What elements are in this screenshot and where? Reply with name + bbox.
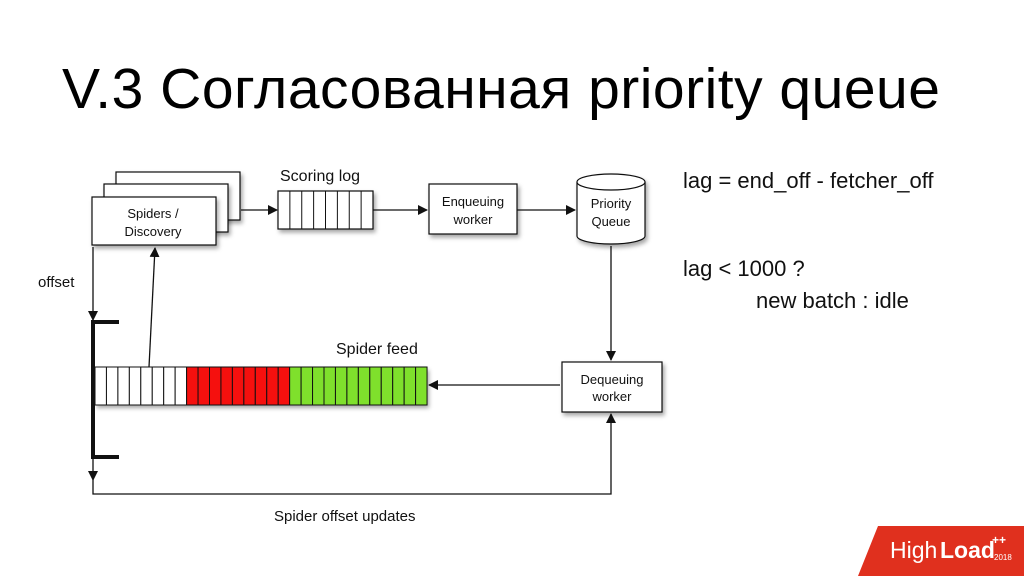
- feed-cell-green: [334, 366, 348, 406]
- feed-cell-green: [357, 366, 371, 406]
- spiders-label-line2: Discovery: [124, 224, 182, 239]
- feed-cell-red: [254, 366, 268, 406]
- offset-updates-label: Spider offset updates: [274, 508, 416, 525]
- spiders-discovery-box: Spiders / Discovery: [91, 171, 241, 246]
- svg-text:High: High: [890, 537, 937, 563]
- feed-cell-pending: [105, 366, 119, 406]
- feed-cell-pending: [174, 366, 188, 406]
- feed-cell-green: [289, 366, 302, 406]
- feed-cell-red: [266, 366, 279, 406]
- feed-cell-green: [312, 366, 325, 406]
- feed-cell-red: [231, 366, 245, 406]
- dequeuing-worker-box: Dequeuing worker: [561, 361, 663, 413]
- feed-cell-red: [197, 366, 211, 406]
- feed-cell-red: [209, 366, 222, 406]
- feed-cell-green: [403, 366, 417, 406]
- feed-cell-red: [277, 366, 291, 406]
- offset-label: offset: [38, 274, 75, 291]
- arrow-feed-to-spiders: [148, 247, 160, 368]
- offset-updates-line: [92, 413, 616, 495]
- feed-cell-pending: [163, 366, 176, 406]
- spider-feed-cells: [94, 366, 428, 406]
- feed-cell-red: [186, 366, 199, 406]
- highload-logo: High Load ++ 2018: [858, 526, 1024, 576]
- feed-cell-green: [346, 366, 359, 406]
- feed-cell-green: [323, 366, 336, 406]
- feed-cell-green: [415, 366, 428, 406]
- feed-cell-pending: [151, 366, 165, 406]
- feed-cell-green: [369, 366, 382, 406]
- feed-cell-green: [392, 366, 405, 406]
- dequeuing-label-line2: worker: [591, 389, 632, 404]
- svg-text:Load: Load: [940, 537, 995, 563]
- scoring-log-label: Scoring log: [280, 168, 360, 185]
- feed-cell-red: [243, 366, 256, 406]
- slide-title: V.3 Согласованная priority queue: [62, 57, 941, 121]
- svg-text:2018: 2018: [994, 553, 1012, 562]
- spider-feed-label: Spider feed: [336, 341, 418, 358]
- feed-cell-green: [300, 366, 314, 406]
- feed-cell-pending: [117, 366, 130, 406]
- offset-bracket: [91, 320, 119, 459]
- feed-cell-red: [220, 366, 233, 406]
- feed-cell-pending: [128, 366, 142, 406]
- lag-branches: new batch : idle: [756, 288, 909, 313]
- dequeuing-label-line1: Dequeuing: [581, 372, 644, 387]
- lag-condition: lag < 1000 ?: [683, 256, 805, 281]
- svg-text:++: ++: [992, 533, 1006, 547]
- lag-definition: lag = end_off - fetcher_off: [683, 168, 934, 193]
- feed-cell-green: [380, 366, 394, 406]
- spiders-label-line1: Spiders /: [127, 206, 179, 221]
- enqueuing-label-line2: worker: [452, 212, 493, 227]
- priority-queue-cylinder: [576, 173, 646, 245]
- scoring-log-cells: [289, 191, 362, 229]
- priority-queue-label-line2: Queue: [591, 214, 630, 229]
- enqueuing-worker-box: Enqueuing worker: [428, 183, 518, 235]
- feed-cell-pending: [94, 366, 107, 406]
- feed-cell-pending: [140, 366, 153, 406]
- priority-queue-label-line1: Priority: [591, 196, 632, 211]
- enqueuing-label-line1: Enqueuing: [442, 194, 504, 209]
